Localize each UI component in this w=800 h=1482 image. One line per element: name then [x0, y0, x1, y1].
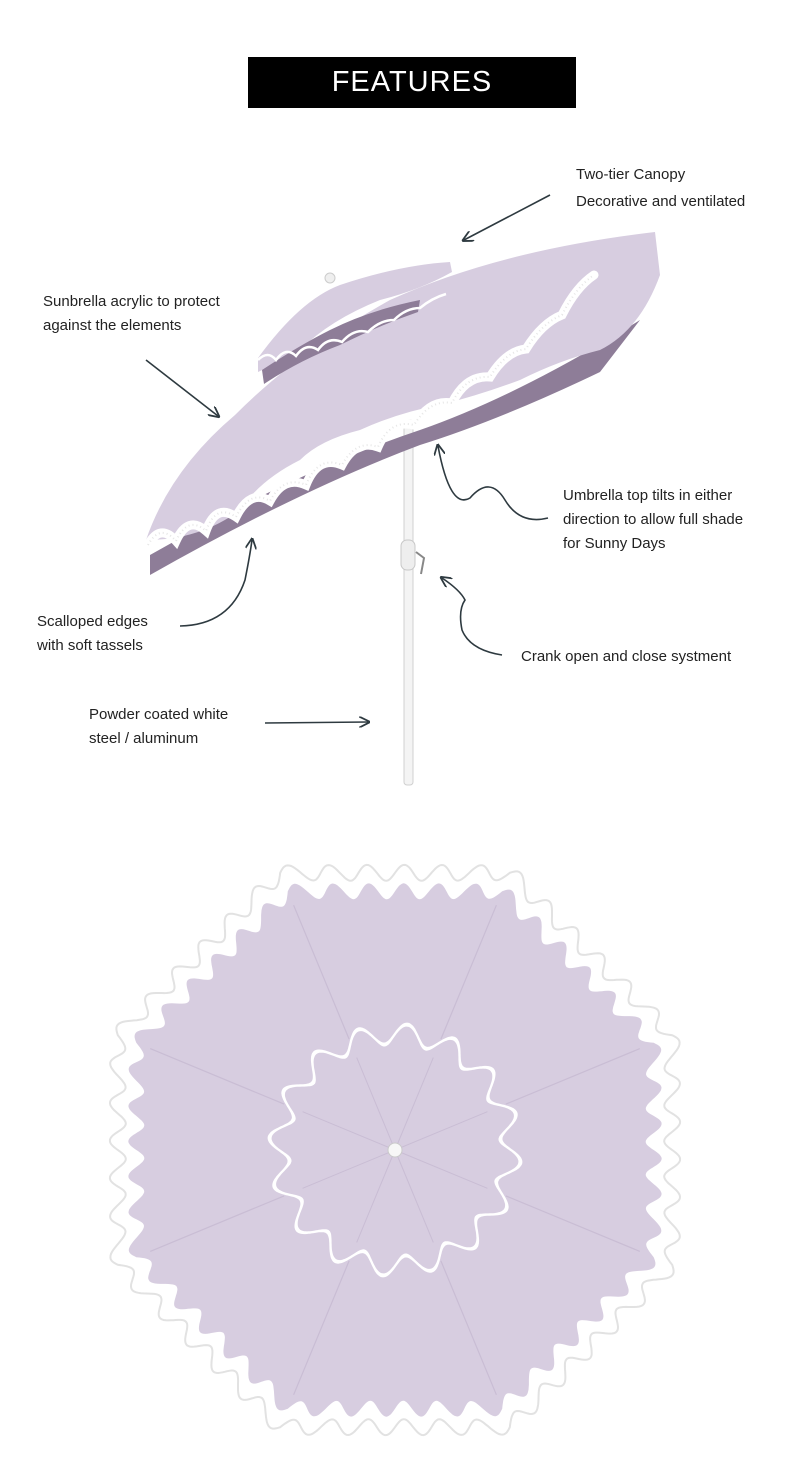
arrow-canopy: [464, 194, 551, 240]
umbrella-side-view: [143, 194, 660, 786]
rib: [293, 1260, 350, 1396]
callout-line: direction to allow full shade: [563, 511, 744, 528]
callout-line: Two-tier Canopy: [576, 166, 686, 183]
inner-rib: [356, 1057, 396, 1151]
inner-rib: [394, 1111, 488, 1151]
arrow-edges: [179, 540, 252, 627]
rib: [293, 904, 350, 1040]
rib: [149, 1195, 285, 1252]
arrow-crank: [442, 578, 503, 656]
rib: [149, 1048, 285, 1105]
callout-sunbrella: Sunbrella acrylic to protect against the…: [43, 290, 220, 338]
rib: [505, 1048, 641, 1105]
inner-rib: [394, 1149, 488, 1189]
callout-line: steel / aluminum: [89, 730, 199, 747]
callout-line: Crank open and close systment: [521, 648, 732, 665]
features-banner: FEATURES: [248, 57, 576, 108]
inner-rib: [356, 1149, 396, 1243]
inner-rib-lines: [302, 1057, 488, 1243]
callout-line: Powder coated white: [89, 706, 229, 723]
callout-pole: Powder coated white steel / aluminum: [89, 703, 228, 751]
callout-line: with soft tassels: [37, 637, 143, 654]
features-title: FEATURES: [331, 66, 493, 98]
rib: [440, 904, 497, 1040]
callout-line: Decorative and ventilated: [576, 193, 746, 210]
inner-rib: [394, 1149, 434, 1243]
rib: [505, 1195, 641, 1252]
callout-tilt: Umbrella top tilts in either direction t…: [563, 484, 743, 556]
finial: [387, 1142, 403, 1158]
main-canopy: [146, 232, 660, 540]
callout-line: for Sunny Days: [563, 535, 666, 552]
arrow-fabric: [145, 359, 218, 416]
main-fringe: [143, 270, 599, 550]
callout-line: Umbrella top tilts in either: [563, 487, 733, 504]
callout-line: Scalloped edges: [37, 613, 148, 630]
arrow-tilt: [438, 446, 549, 521]
rib-lines: [149, 904, 641, 1396]
inner-rib: [302, 1111, 396, 1151]
callout-line: Sunbrella acrylic to protect: [43, 293, 220, 310]
inner-rib: [394, 1057, 434, 1151]
top-tier-canopy: [258, 262, 452, 372]
callout-two-tier-canopy: Two-tier Canopy Decorative and ventilate…: [576, 163, 745, 214]
arrow-pole: [264, 722, 368, 723]
top-tier-edge: [257, 292, 447, 363]
callout-line: against the elements: [43, 317, 182, 334]
umbrella-top-view: [108, 863, 682, 1437]
pole: [400, 419, 426, 786]
inner-rib: [302, 1149, 396, 1189]
canopy-underside: [150, 320, 640, 575]
rib: [440, 1260, 497, 1396]
callout-scalloped-edges: Scalloped edges with soft tassels: [37, 610, 148, 658]
callout-crank: Crank open and close systment: [521, 645, 731, 669]
